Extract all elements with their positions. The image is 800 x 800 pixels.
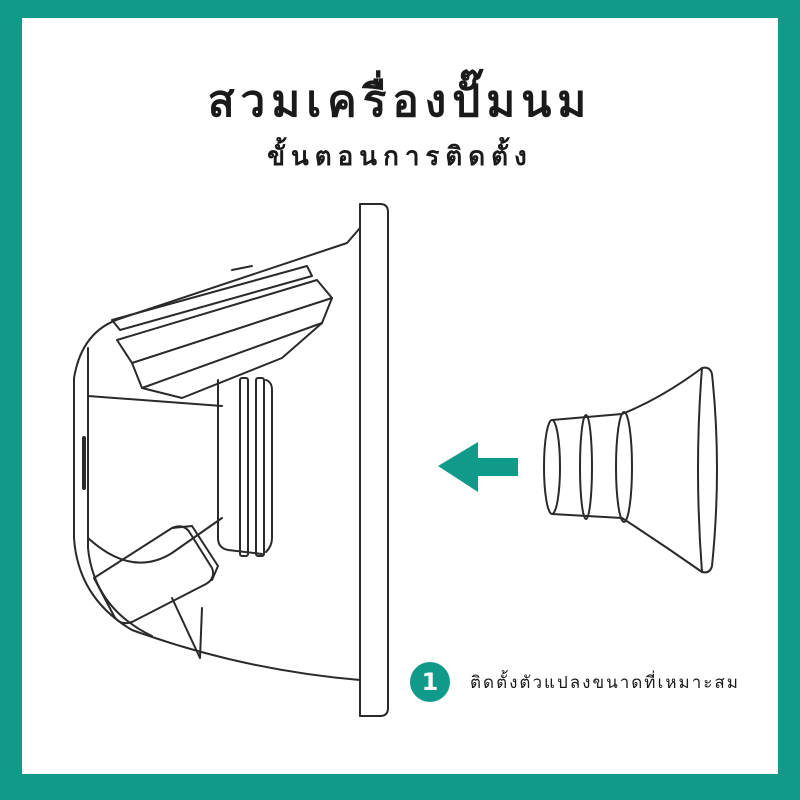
arrow-left-icon [438, 442, 518, 492]
breast-pump-icon [73, 203, 389, 717]
pump-illustration [73, 203, 718, 717]
step-caption: 1 ติดตั้งตัวแปลงขนาดที่เหมาะสม [410, 662, 740, 702]
step-number-badge: 1 [410, 662, 450, 702]
content-panel: สวมเครื่องปั๊มนม ขั้นตอนการติดตั้ง [22, 18, 778, 774]
step-instruction: ติดตั้งตัวแปลงขนาดที่เหมาะสม [470, 672, 740, 693]
page-title: สวมเครื่องปั๊มนม [207, 76, 593, 127]
breast-shield-flange-icon [543, 366, 718, 574]
page-subtitle: ขั้นตอนการติดตั้ง [267, 142, 533, 172]
